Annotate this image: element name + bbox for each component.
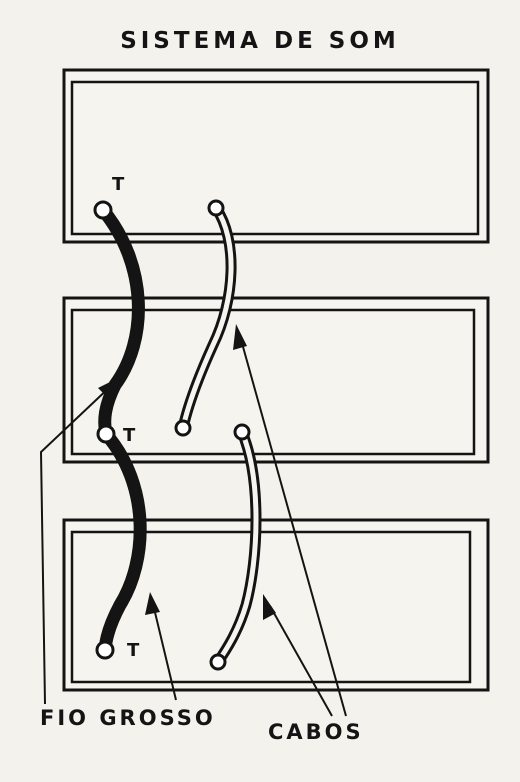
cable-lower bbox=[212, 426, 262, 668]
cables-label: CABOS bbox=[268, 720, 364, 744]
unit-bottom bbox=[62, 518, 490, 692]
terminal-label-middle: T bbox=[123, 425, 136, 446]
arrow-heads bbox=[98, 324, 276, 620]
thick-wire-label: FIO GROSSO bbox=[40, 706, 216, 730]
jack-top bbox=[207, 199, 225, 217]
diagram-title: SISTEMA DE SOM bbox=[120, 28, 400, 54]
terminal-top bbox=[93, 200, 113, 220]
arrow-cabo-upper bbox=[233, 324, 247, 350]
unit-top bbox=[62, 68, 490, 244]
terminal-bottom bbox=[95, 640, 115, 660]
jack-middle-left bbox=[174, 419, 192, 437]
thick-wire bbox=[96, 203, 147, 657]
leader-lines bbox=[39, 335, 347, 717]
connectors bbox=[93, 199, 251, 671]
terminal-label-bottom: T bbox=[127, 640, 140, 661]
terminal-middle bbox=[96, 424, 116, 444]
jack-middle-right bbox=[233, 423, 251, 441]
cable-upper bbox=[177, 202, 237, 434]
arrow-cabo-lower bbox=[263, 594, 276, 620]
arrow-fio-top bbox=[98, 376, 122, 398]
jack-bottom bbox=[209, 653, 227, 671]
arrow-fio-bottom bbox=[145, 592, 160, 615]
terminal-label-top: T bbox=[112, 174, 125, 195]
